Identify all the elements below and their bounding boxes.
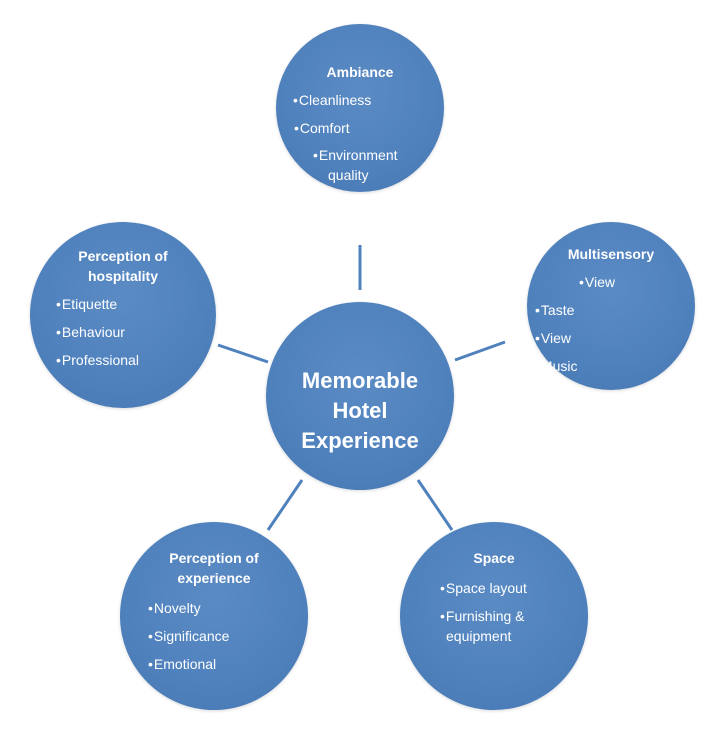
center-title: Memorable Hotel Experience	[266, 366, 454, 456]
space-item-layout: Space layout	[440, 578, 527, 598]
multisensory-item-view-2: View	[535, 328, 571, 348]
multisensory-item-music: Music	[535, 356, 578, 376]
experience-item-novelty: Novelty	[148, 598, 201, 618]
ambiance-item-quality: quality	[328, 167, 369, 183]
experience-title-line1: Perception of	[169, 550, 259, 566]
experience-item-significance: Significance	[148, 626, 230, 646]
center-title-line3: Experience	[301, 428, 419, 453]
experience-title-line2: experience	[177, 570, 251, 586]
center-title-line1: Memorable	[301, 368, 419, 393]
hospitality-item-behaviour: Behaviour	[56, 322, 125, 342]
hospitality-title-line1: Perception of	[78, 248, 168, 264]
connector-experience	[266, 479, 304, 531]
connector-hospitality	[217, 343, 269, 364]
center-circle: Memorable Hotel Experience	[266, 302, 454, 490]
connector-multisensory	[454, 340, 506, 362]
connector-space	[416, 479, 454, 531]
ambiance-item-cleanliness: Cleanliness	[293, 90, 371, 110]
hospitality-title-line2: hospitality	[87, 268, 158, 284]
multisensory-circle: Multisensory View Taste View Music	[527, 222, 695, 390]
hospitality-item-professional: Professional	[56, 350, 139, 370]
multisensory-title: Multisensory	[567, 246, 655, 262]
space-item-equipment: equipment	[446, 628, 512, 644]
experience-item-emotional: Emotional	[148, 654, 216, 674]
experience-circle: Perception of experience Novelty Signifi…	[120, 522, 308, 710]
space-circle: Space Space layout Furnishing & equipmen…	[400, 522, 588, 710]
center-title-line2: Hotel	[332, 398, 388, 423]
ambiance-item-comfort: Comfort	[294, 118, 350, 138]
ambiance-title: Ambiance	[326, 64, 394, 80]
multisensory-item-taste: Taste	[535, 300, 574, 320]
hospitality-circle: Perception of hospitality Etiquette Beha…	[30, 222, 216, 408]
multisensory-item-view-1: View	[579, 272, 615, 292]
ambiance-circle: Ambiance Cleanliness Comfort Environment…	[276, 24, 444, 192]
ambiance-item-environment: Environment	[313, 145, 398, 165]
space-item-furnishing: Furnishing &	[440, 606, 525, 626]
hospitality-item-etiquette: Etiquette	[56, 294, 117, 314]
space-title: Space	[473, 550, 515, 566]
